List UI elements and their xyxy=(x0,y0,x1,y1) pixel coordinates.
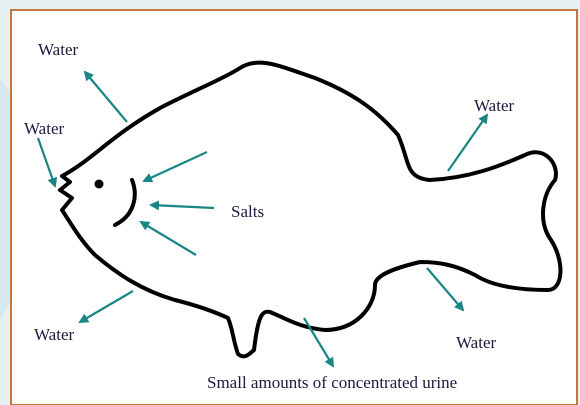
label-salts: Salts xyxy=(231,203,264,220)
label-water-right-top: Water xyxy=(474,97,514,114)
fish-eye xyxy=(95,180,104,189)
label-water-bottom-right: Water xyxy=(456,334,496,351)
label-urine: Small amounts of concentrated urine xyxy=(207,374,457,391)
label-water-bottom-left: Water xyxy=(34,326,74,343)
label-water-left: Water xyxy=(24,120,64,137)
label-water-top-left: Water xyxy=(38,41,78,58)
